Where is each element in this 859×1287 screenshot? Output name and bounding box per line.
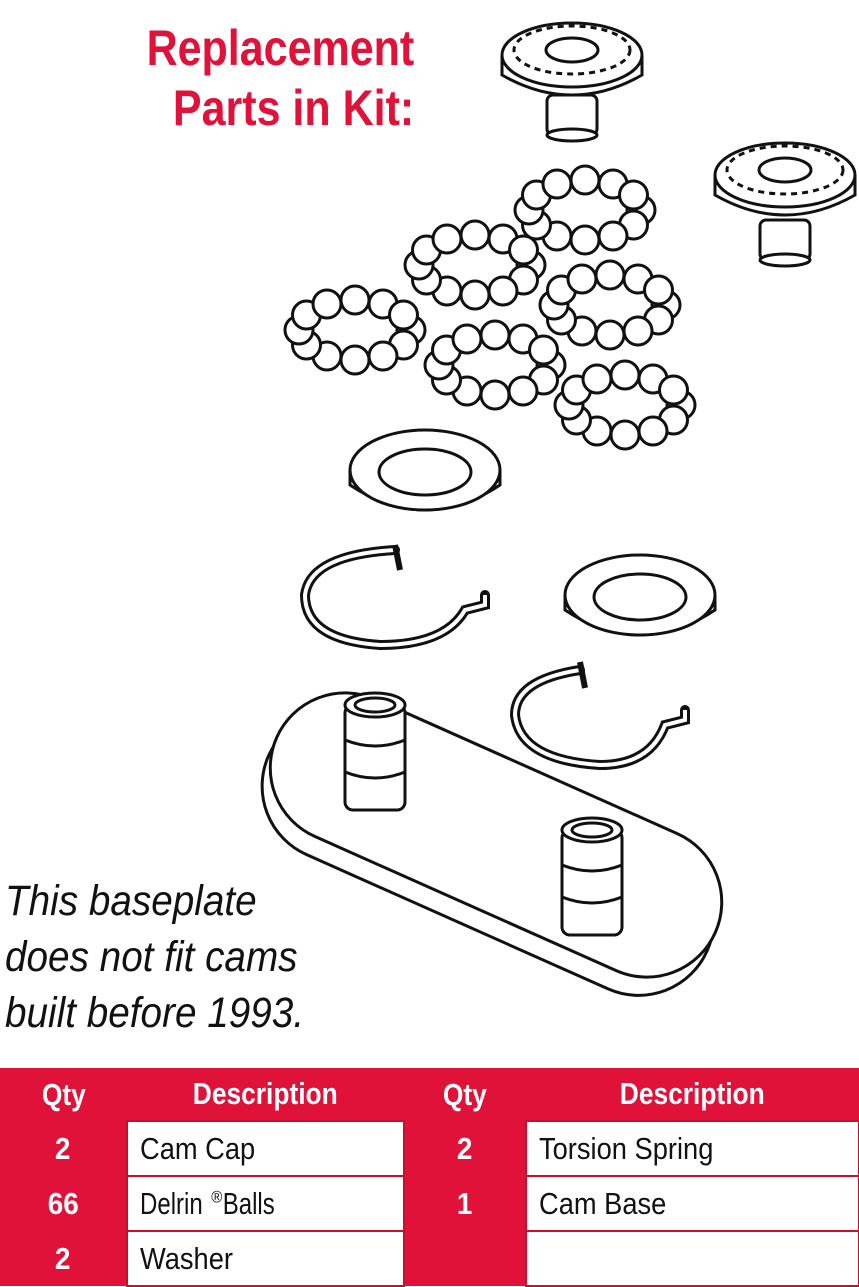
ball — [566, 263, 598, 295]
kit-heading: Replacement Parts in Kit: — [146, 18, 414, 138]
description-header: Description — [127, 1068, 404, 1121]
kit-heading-line-1: Replacement — [146, 20, 414, 76]
description-cell: Washer — [126, 1230, 405, 1287]
parts-table: Qty Description Qty Description 2 Cam Ca… — [0, 1068, 859, 1287]
registered-mark: ® — [211, 1187, 223, 1207]
ball — [622, 315, 654, 347]
note-line-3: built before 1993. — [5, 989, 305, 1037]
description-cell: Cam Cap — [126, 1120, 405, 1177]
parts-diagram — [260, 21, 857, 997]
table-header-row: Qty Description Qty Description — [0, 1068, 859, 1121]
ball — [637, 415, 669, 447]
ball — [643, 274, 674, 306]
cam-base-illustration — [260, 691, 724, 997]
description-cell: Cam Base — [525, 1175, 859, 1232]
ball — [479, 319, 511, 351]
torsion-spring-illustration — [509, 661, 690, 771]
ball — [618, 179, 649, 211]
ball — [594, 259, 626, 291]
qty-header: Qty — [0, 1068, 127, 1121]
qty-cell: 2 — [0, 1121, 127, 1176]
description-cell — [525, 1230, 859, 1287]
ball — [569, 224, 601, 256]
ball — [339, 284, 371, 316]
ball — [459, 279, 491, 311]
ball — [594, 319, 626, 351]
table-row: 66 Delrin® Balls 1 Cam Base — [0, 1175, 859, 1232]
ball — [541, 168, 573, 200]
washer-illustration — [563, 553, 717, 637]
compatibility-note: This baseplate does not fit cams built b… — [5, 873, 304, 1041]
ball — [311, 288, 343, 320]
cam-cap-illustration — [713, 141, 857, 268]
ball — [388, 299, 419, 331]
ball — [367, 340, 399, 372]
washer-illustration — [348, 428, 502, 512]
ball — [581, 363, 613, 395]
ball — [609, 359, 641, 391]
ball — [528, 334, 559, 366]
delrin-balls-illustration — [283, 164, 697, 451]
ball — [459, 219, 491, 251]
description-cell: Torsion Spring — [525, 1120, 859, 1177]
ball — [431, 223, 463, 255]
kit-heading-line-2: Parts in Kit: — [172, 80, 414, 136]
table-row: 2 Washer — [0, 1230, 859, 1287]
table-row: 2 Cam Cap 2 Torsion Spring — [0, 1120, 859, 1177]
ball — [609, 419, 641, 451]
note-line-1: This baseplate — [5, 877, 257, 925]
ball — [508, 234, 539, 266]
cam-cap-illustration — [500, 21, 644, 143]
qty-cell: 2 — [404, 1121, 526, 1176]
qty-cell: 2 — [0, 1231, 127, 1286]
description-header: Description — [526, 1068, 859, 1121]
ball — [507, 375, 539, 407]
qty-cell — [404, 1231, 526, 1286]
qty-header: Qty — [404, 1068, 526, 1121]
ball — [658, 374, 689, 406]
ball — [487, 275, 519, 307]
qty-cell: 1 — [404, 1176, 526, 1231]
ball — [339, 344, 371, 376]
ball — [479, 379, 511, 411]
note-line-2: does not fit cams — [5, 933, 298, 981]
qty-cell: 66 — [0, 1176, 127, 1231]
ball — [597, 220, 629, 252]
description-cell: Delrin® Balls — [126, 1175, 405, 1232]
ball — [569, 164, 601, 196]
ball — [451, 323, 483, 355]
torsion-spring-illustration — [299, 544, 490, 651]
